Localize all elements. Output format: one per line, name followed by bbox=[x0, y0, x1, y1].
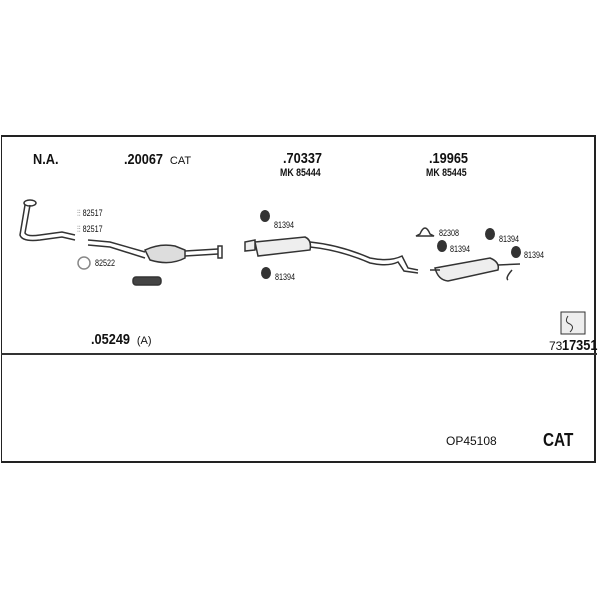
clamp-icon bbox=[415, 227, 435, 237]
part-81394-b: 81394 bbox=[275, 272, 296, 282]
part-81394-d: 81394 bbox=[499, 234, 520, 244]
catalyst-type: CAT bbox=[543, 430, 574, 450]
hanger-icon bbox=[485, 228, 495, 240]
ring-icon bbox=[77, 256, 91, 270]
catalyst-pipe bbox=[87, 239, 146, 259]
group-na-label: N.A. bbox=[33, 151, 59, 168]
rear-muffler bbox=[434, 257, 500, 282]
part-82308: 82308 bbox=[439, 228, 460, 238]
part-81394-c: 81394 bbox=[450, 244, 471, 254]
diagram-id: 7317351 bbox=[549, 337, 598, 354]
mounting-kit: .05249(A) bbox=[91, 331, 152, 348]
part-82522: 82522 bbox=[95, 258, 116, 268]
vehicle-icon bbox=[560, 311, 586, 335]
part-82517-b: ⫶⫶ 82517 bbox=[77, 224, 103, 234]
hanger-icon bbox=[261, 267, 271, 279]
hanger-icon bbox=[260, 210, 270, 222]
hanger-icon bbox=[511, 246, 521, 258]
group-rear-kit: MK 85445 bbox=[426, 167, 467, 179]
vehicle-code: OP45108 bbox=[446, 434, 497, 448]
middle-muffler bbox=[244, 236, 312, 257]
catalyst bbox=[143, 244, 186, 264]
part-82517-a: ⫶⫶ 82517 bbox=[77, 208, 103, 218]
part-suffix: CAT bbox=[169, 155, 192, 167]
divider bbox=[1, 353, 597, 355]
group-middle-number: .70337 bbox=[283, 150, 323, 167]
group-middle-kit: MK 85444 bbox=[280, 167, 321, 179]
part-number: .20067 bbox=[124, 151, 164, 168]
part-81394-e: 81394 bbox=[524, 250, 545, 260]
group-rear-number: .19965 bbox=[429, 150, 469, 167]
gasket bbox=[132, 276, 162, 286]
downpipe bbox=[19, 204, 76, 242]
group-front-pipe: .20067 CAT bbox=[124, 151, 191, 169]
part-81394-a: 81394 bbox=[274, 220, 295, 230]
hanger-icon bbox=[437, 240, 447, 252]
diagram-frame bbox=[1, 135, 596, 463]
